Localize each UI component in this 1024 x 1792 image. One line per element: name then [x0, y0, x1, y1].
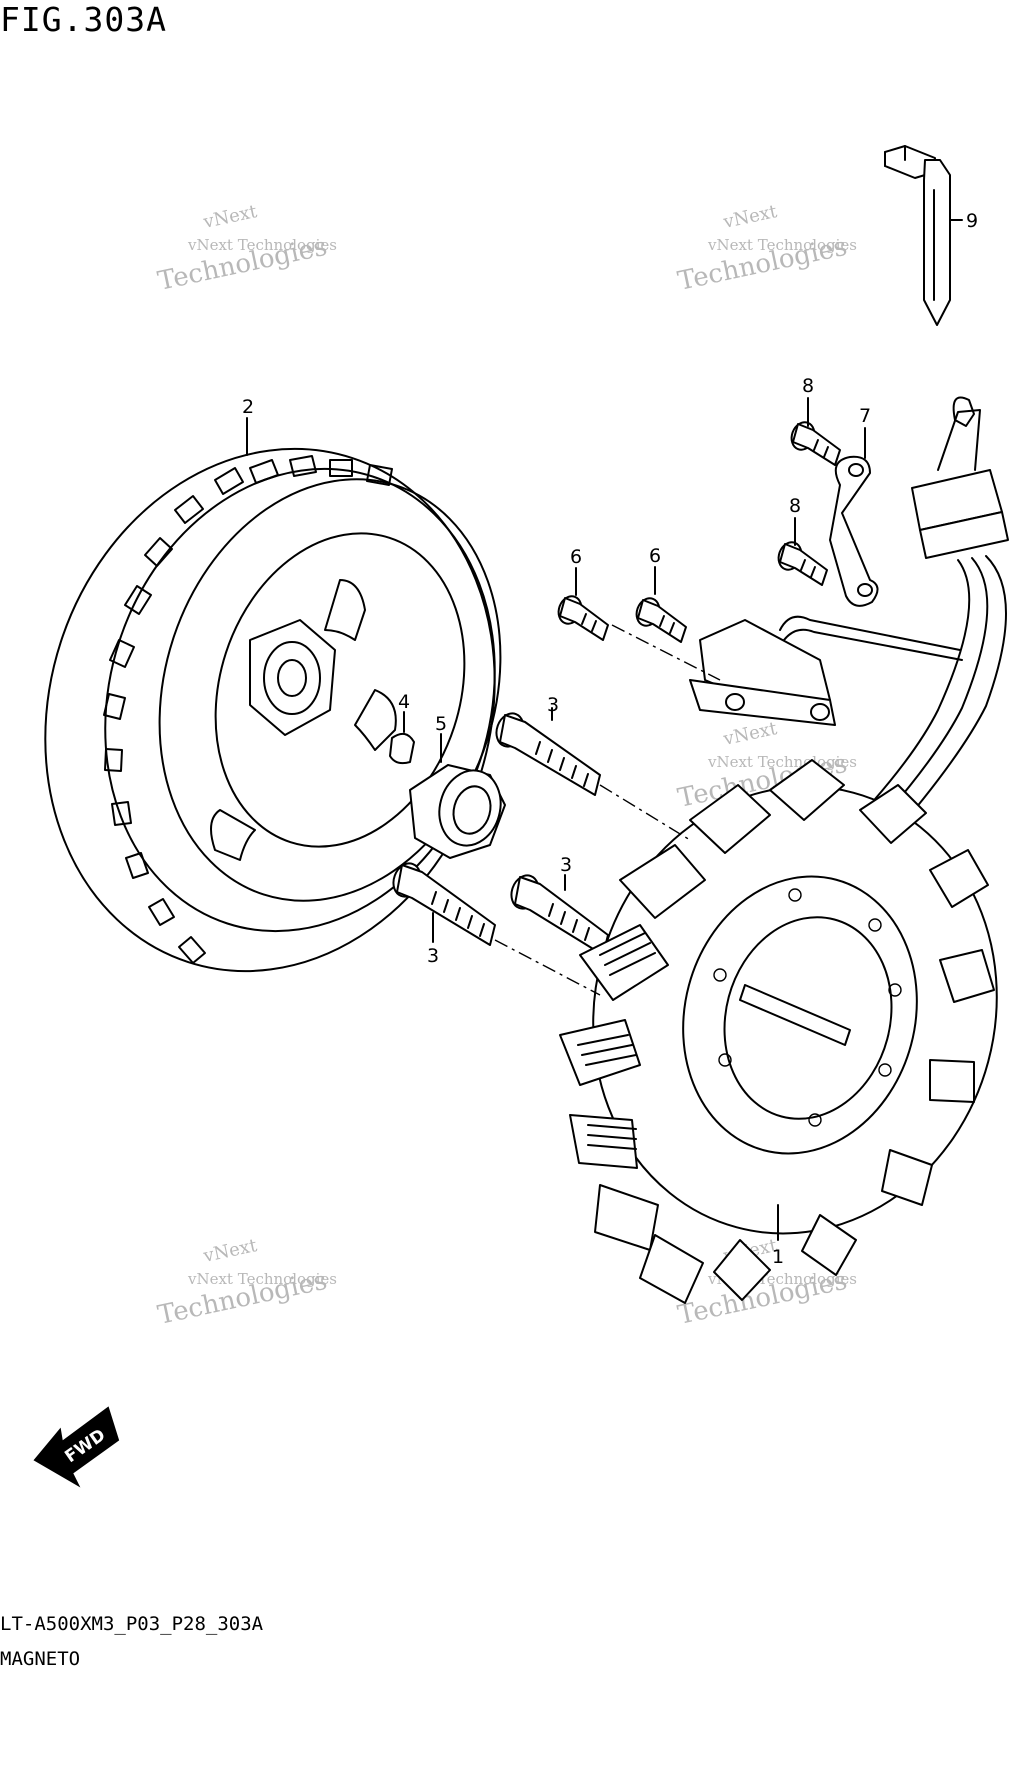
part-6-screw-left [557, 595, 609, 641]
part-1-stator [559, 759, 998, 1304]
part-2-flywheel-rotor [44, 447, 502, 973]
svg-text:vNext: vNext [201, 201, 260, 233]
figure-title: FIG.303A [0, 0, 167, 39]
watermark-bottom-left: vNext vNext Technologies Technologies [155, 1235, 337, 1331]
part-3-bolt-lower-right [510, 874, 609, 956]
part-7-clamp-plate [829, 455, 879, 607]
callout-1: 1 [772, 1246, 784, 1268]
part-8-screw-upper [790, 421, 841, 466]
callout-8-upper: 8 [802, 375, 814, 397]
svg-text:vNext Technologies: vNext Technologies [187, 1270, 337, 1288]
callout-3-lower-right: 3 [560, 854, 572, 876]
watermark-top-left: vNext vNext Technologies Technologies [155, 201, 337, 297]
callout-3-lower-left: 3 [427, 945, 439, 967]
svg-text:vNext: vNext [201, 1235, 260, 1267]
part-8-screw-lower [777, 541, 828, 586]
callout-9: 9 [966, 210, 978, 232]
callout-6-left: 6 [570, 546, 582, 568]
alignment-lines [494, 624, 721, 996]
part-5-nut [409, 764, 506, 859]
svg-text:vNext: vNext [721, 201, 780, 233]
part-3-bolt-lower-left [392, 862, 496, 946]
callout-leaders [246, 219, 963, 1241]
figure-name: MAGNETO [0, 1648, 81, 1670]
part-9-wire-clamp [884, 145, 951, 326]
part-3-bolt-upper [495, 712, 601, 796]
callout-8-lower: 8 [789, 495, 801, 517]
figure-code: LT-A500XM3_P03_P28_303A [0, 1613, 264, 1635]
callout-5: 5 [435, 713, 447, 735]
callout-6-right: 6 [649, 545, 661, 567]
svg-text:vNext Technologies: vNext Technologies [187, 236, 337, 254]
part-4-key [389, 732, 415, 765]
svg-text:vNext Technologies: vNext Technologies [707, 236, 857, 254]
pickup-coil-sensor [689, 615, 963, 726]
callout-3-upper: 3 [547, 694, 559, 716]
callout-2: 2 [242, 396, 254, 418]
callout-7: 7 [859, 405, 871, 427]
svg-text:vNext: vNext [721, 718, 780, 750]
callout-4: 4 [398, 691, 410, 713]
watermark-top-right: vNext vNext Technologies Technologies [675, 201, 857, 297]
fwd-direction-arrow: FWD [33, 1406, 120, 1488]
part-6-screw-right [635, 597, 687, 643]
